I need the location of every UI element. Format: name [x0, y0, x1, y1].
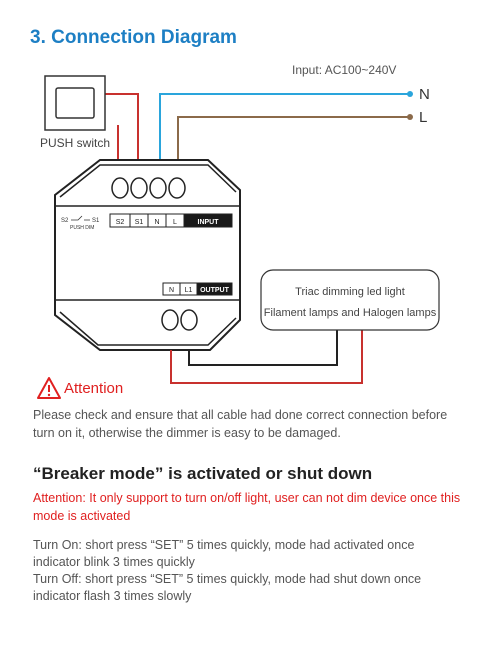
switch-symbol-s2: S2 — [61, 218, 69, 224]
input-terminal-s2: S2 — [116, 219, 125, 226]
input-screw-4 — [168, 177, 186, 199]
neutral-terminal-dot — [407, 91, 413, 97]
input-terminal-s1: S1 — [135, 219, 144, 226]
switch-symbol-icon — [71, 215, 90, 221]
switch-wire-s1 — [105, 93, 139, 160]
load-box — [260, 269, 440, 331]
push-switch-label: PUSH switch — [40, 136, 110, 150]
input-screw-1 — [111, 177, 129, 199]
breaker-mode-note: Attention: It only support to turn on/of… — [33, 491, 461, 523]
turn-on-line-1: Turn On: short press “SET” 5 times quick… — [33, 538, 415, 552]
load-line-2: Filament lamps and Halogen lamps — [264, 307, 437, 319]
input-terminal-l: L — [173, 219, 177, 226]
input-terminal-strip: S2 S1 N L INPUT — [109, 213, 233, 228]
neutral-wire — [159, 93, 408, 160]
output-terminal-n: N — [169, 287, 174, 294]
connection-diagram: Input: AC100~240V N L PUSH switch S2 S1 … — [40, 63, 440, 384]
output-screw-2 — [180, 309, 198, 331]
load-wire-black — [188, 330, 338, 366]
input-header: INPUT — [198, 219, 220, 226]
attention-text: Please check and ensure that all cable h… — [33, 408, 448, 440]
input-terminal-n: N — [154, 219, 159, 226]
warning-icon — [37, 377, 61, 399]
attention-label: Attention — [64, 380, 124, 397]
output-terminal-strip: N L1 OUTPUT — [162, 282, 233, 296]
live-label: L — [419, 109, 427, 126]
input-screw-3 — [149, 177, 167, 199]
output-header: OUTPUT — [200, 287, 230, 294]
input-voltage-label: Input: AC100~240V — [292, 63, 396, 77]
breaker-mode-heading: “Breaker mode” is activated or shut down — [33, 464, 373, 483]
output-terminal-l1: L1 — [185, 287, 193, 294]
push-switch — [44, 75, 106, 131]
load-line-1: Triac dimming led light — [295, 286, 405, 298]
input-screw-2 — [130, 177, 148, 199]
turn-off-line-2: indicator flash 3 times slowly — [33, 589, 192, 603]
turn-off-line-1: Turn Off: short press “SET” 5 times quic… — [33, 572, 422, 586]
dimmer-module — [54, 159, 241, 351]
section-title: 3. Connection Diagram — [30, 27, 237, 48]
live-terminal-dot — [407, 114, 413, 120]
output-screw-1 — [161, 309, 179, 331]
switch-symbol-s1: S1 — [92, 218, 100, 224]
push-dim-label: PUSH DIM — [70, 225, 94, 231]
turn-on-line-2: indicator blink 3 times quickly — [33, 555, 195, 569]
live-wire — [177, 116, 408, 160]
neutral-label: N — [419, 86, 430, 103]
load-wire-red — [170, 330, 363, 384]
